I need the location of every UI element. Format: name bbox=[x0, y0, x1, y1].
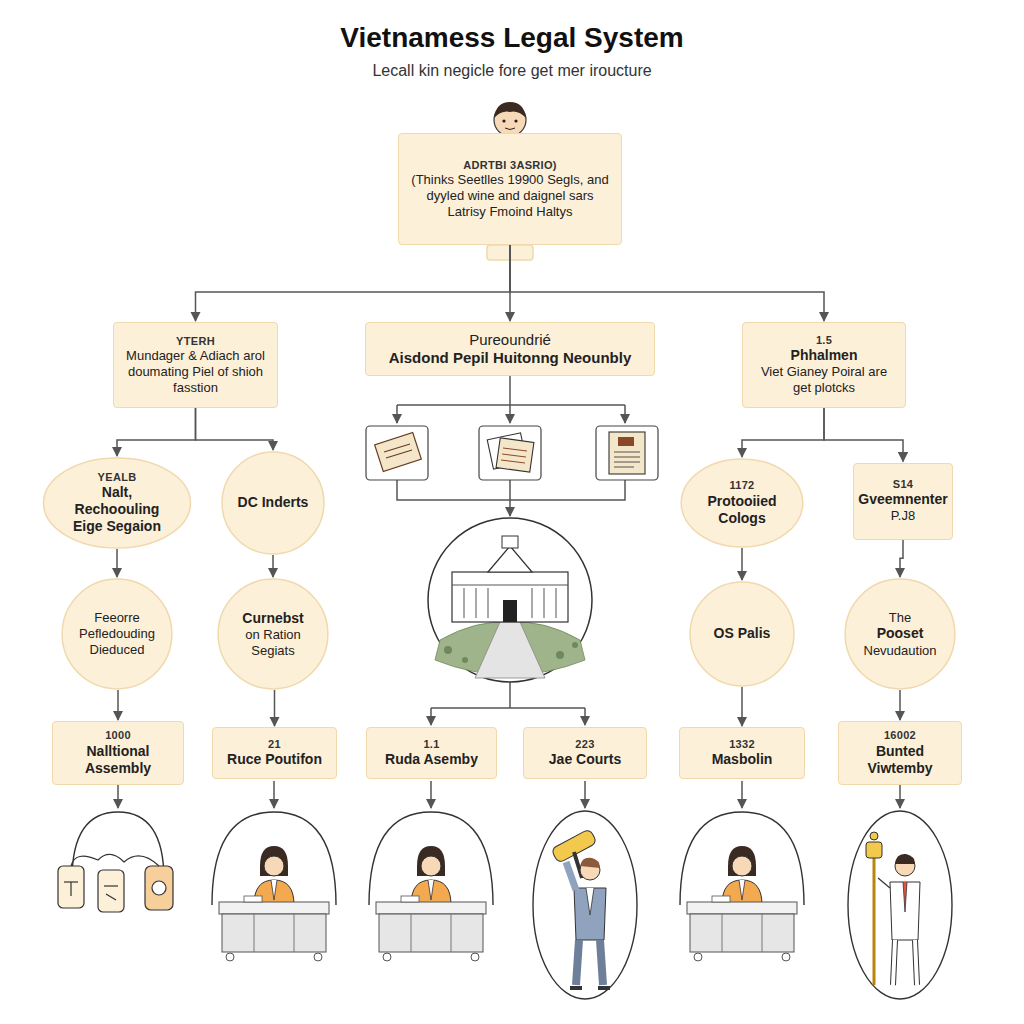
connector-line bbox=[196, 408, 274, 450]
node-text: Nalltional Assembly bbox=[61, 743, 175, 777]
node-text: Nalt, Rechoouling Eige Segaion bbox=[62, 484, 172, 535]
oval-node: YEALBNalt, Rechoouling Eige Segaion bbox=[42, 457, 192, 549]
node-text: 1000 bbox=[105, 729, 131, 742]
node-text: 223 bbox=[575, 738, 594, 751]
node-text: Masbolin bbox=[712, 751, 773, 768]
circle-node: Feeorre Pefledouding Dieduced bbox=[61, 578, 173, 690]
node-text: Nevudaution bbox=[864, 643, 937, 659]
branch-box: 1.5PhhalmenViet Gianey Poiral are get pl… bbox=[742, 322, 906, 408]
node-text: Viet Gianey Poiral are get plotcks bbox=[751, 364, 897, 396]
node-text: 1.5 bbox=[816, 334, 832, 347]
node-text: Jae Courts bbox=[549, 751, 621, 768]
head-icon bbox=[494, 102, 526, 136]
gavel-figure bbox=[551, 829, 610, 988]
node-text: The bbox=[889, 610, 911, 626]
connector-line bbox=[824, 408, 903, 462]
process-box: S14GveemnenterP.J8 bbox=[853, 463, 953, 540]
clerk-figure bbox=[687, 846, 797, 961]
connector-line bbox=[272, 555, 274, 577]
courthouse-picture bbox=[428, 518, 592, 682]
node-text: (Thinks Seetlles 19900 Segls, and dyyled… bbox=[407, 172, 613, 220]
connector-line bbox=[741, 687, 743, 726]
top-box: ADRTBI 3ASRIO)(Thinks Seetlles 19900 Seg… bbox=[398, 133, 622, 245]
node-text: YTERH bbox=[176, 335, 215, 348]
node-text: Mundager & Adiach arol doumating Piel of… bbox=[122, 348, 269, 396]
branch-box: PureoundriéAisdond Pepil Huitonng Neounb… bbox=[365, 322, 655, 376]
connector-line bbox=[274, 690, 276, 726]
node-text: OS Palis bbox=[714, 625, 771, 642]
node-text: on Ration Segiats bbox=[232, 627, 314, 659]
oval-node: 1172Protooiied Cologs bbox=[680, 458, 804, 548]
clerk-figure bbox=[219, 846, 329, 961]
connector-line bbox=[741, 548, 743, 580]
node-text: Protooiied Cologs bbox=[696, 493, 788, 527]
node-text: Gveemnenter bbox=[858, 491, 947, 508]
connector-line bbox=[899, 690, 901, 720]
node-text: DC Inderts bbox=[238, 494, 309, 511]
node-text: 1.1 bbox=[423, 738, 439, 751]
tag-icons bbox=[58, 854, 173, 912]
node-text: Ruce Poutifon bbox=[227, 751, 322, 768]
institution-box: 1.1Ruda Asemby bbox=[366, 727, 497, 779]
staff-figure bbox=[866, 832, 920, 985]
connector-line bbox=[196, 245, 511, 321]
node-text: Phhalmen bbox=[791, 347, 858, 364]
institution-box: 21Ruce Poutifon bbox=[212, 727, 337, 779]
node-text: 1332 bbox=[729, 738, 755, 751]
node-text: Ruda Asemby bbox=[385, 751, 478, 768]
node-text: Aisdond Pepil Huitonng Neounbly bbox=[389, 349, 631, 367]
document-icons bbox=[366, 426, 658, 480]
connector-line bbox=[900, 540, 903, 578]
connector-line bbox=[117, 690, 119, 720]
institution-box: 16002Bunted Viwtemby bbox=[838, 721, 962, 785]
middle-branch-lines bbox=[118, 376, 900, 808]
node-text: ADRTBI 3ASRIO) bbox=[463, 159, 556, 172]
node-text: Curnebst bbox=[242, 610, 303, 627]
diagram-title: Vietnamess Legal System bbox=[0, 22, 1024, 54]
node-text: Pooset bbox=[877, 625, 924, 642]
node-text: 16002 bbox=[884, 729, 916, 742]
circle-node: Curnebston Ration Segiats bbox=[217, 578, 329, 690]
subtitle: Lecall kin negicle fore get mer irouctur… bbox=[0, 62, 1024, 80]
institution-box: 1332Masbolin bbox=[679, 727, 805, 779]
connector-line bbox=[116, 549, 118, 577]
connector-line bbox=[742, 408, 824, 457]
connector-line bbox=[117, 408, 196, 456]
institution-box: 1000Nalltional Assembly bbox=[52, 721, 184, 785]
branch-box: YTERHMundager & Adiach arol doumating Pi… bbox=[113, 322, 278, 408]
node-text: 1172 bbox=[729, 479, 754, 492]
node-text: S14 bbox=[893, 478, 913, 491]
clerk-figure bbox=[376, 846, 486, 961]
frame-arcs bbox=[72, 811, 952, 999]
circle-node: DC Inderts bbox=[221, 451, 325, 555]
node-text: 21 bbox=[268, 738, 281, 751]
node-text: Pureoundrié bbox=[469, 331, 551, 349]
connector-line bbox=[510, 245, 824, 321]
node-text: Bunted Viwtemby bbox=[847, 743, 953, 777]
institution-box: 223Jae Courts bbox=[523, 727, 647, 779]
node-text: P.J8 bbox=[891, 508, 915, 524]
circle-node: OS Palis bbox=[689, 581, 795, 687]
node-text: YEALB bbox=[98, 471, 137, 484]
node-text: Feeorre Pefledouding Dieduced bbox=[76, 610, 158, 658]
circle-node: ThePoosetNevudaution bbox=[844, 578, 956, 690]
